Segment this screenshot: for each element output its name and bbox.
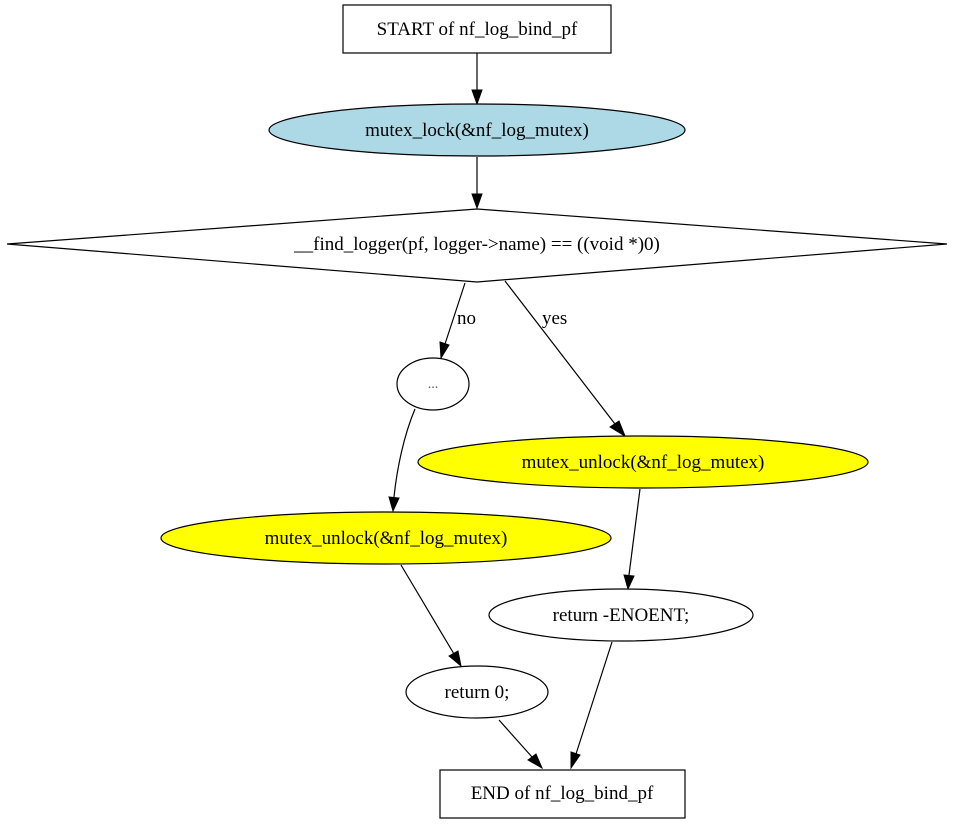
edge-start-to-lock [471,53,483,106]
mutex-unlock-no-ellipse [160,511,612,565]
mutex-lock-ellipse [268,103,686,157]
return-zero-ellipse [405,665,549,719]
edge-condition-to-ellipsis: no [439,282,476,360]
arrowhead [471,89,483,106]
arrowhead [439,341,450,360]
start-label: START of nf_log_bind_pf [377,19,578,40]
node-mutex-unlock-yes: mutex_unlock(&nf_log_mutex) [417,435,869,489]
edge-ellipsis-to-unlock-no [388,408,416,513]
mutex-lock-label: mutex_lock(&nf_log_mutex) [365,120,589,141]
arrowhead [527,753,544,770]
node-start: START of nf_log_bind_pf [342,4,612,54]
edge-unlock-yes-to-return-enoent [623,488,641,591]
node-mutex-lock: mutex_lock(&nf_log_mutex) [268,103,686,157]
edge-label-yes: yes [542,308,567,329]
arrowhead [623,574,635,591]
mutex-unlock-no-label: mutex_unlock(&nf_log_mutex) [265,528,508,549]
edge-unlock-no-to-return-zero [400,564,462,668]
node-condition: __find_logger(pf, logger->name) == ((voi… [6,208,948,283]
edge-return-zero-to-end [498,719,544,770]
arrowhead [448,650,462,668]
arrowhead [471,193,483,210]
edge-condition-to-unlock-yes: yes [504,280,627,438]
mutex-unlock-yes-ellipse [417,435,869,489]
arrowhead [388,496,400,513]
start-box [342,4,612,54]
edge-label-no: no [457,308,476,329]
condition-diamond [6,208,948,283]
edge-lock-to-condition [471,157,483,210]
node-ellipsis: ... [396,357,470,411]
node-mutex-unlock-no: mutex_unlock(&nf_log_mutex) [160,511,612,565]
node-end: END of nf_log_bind_pf [439,769,686,819]
ellipsis-ellipse [396,357,470,411]
node-return-enoent: return -ENOENT; [488,588,754,642]
end-label: END of nf_log_bind_pf [471,783,654,804]
edge-return-enoent-to-end [570,641,613,770]
mutex-unlock-yes-label: mutex_unlock(&nf_log_mutex) [522,452,765,473]
ellipsis-label: ... [428,377,439,392]
return-enoent-label: return -ENOENT; [553,605,690,626]
node-return-zero: return 0; [405,665,549,719]
return-zero-label: return 0; [445,682,510,703]
end-box [439,769,686,819]
return-enoent-ellipse [488,588,754,642]
arrowhead [609,420,627,438]
arrowhead [570,751,581,770]
condition-label: __find_logger(pf, logger->name) == ((voi… [293,234,660,255]
